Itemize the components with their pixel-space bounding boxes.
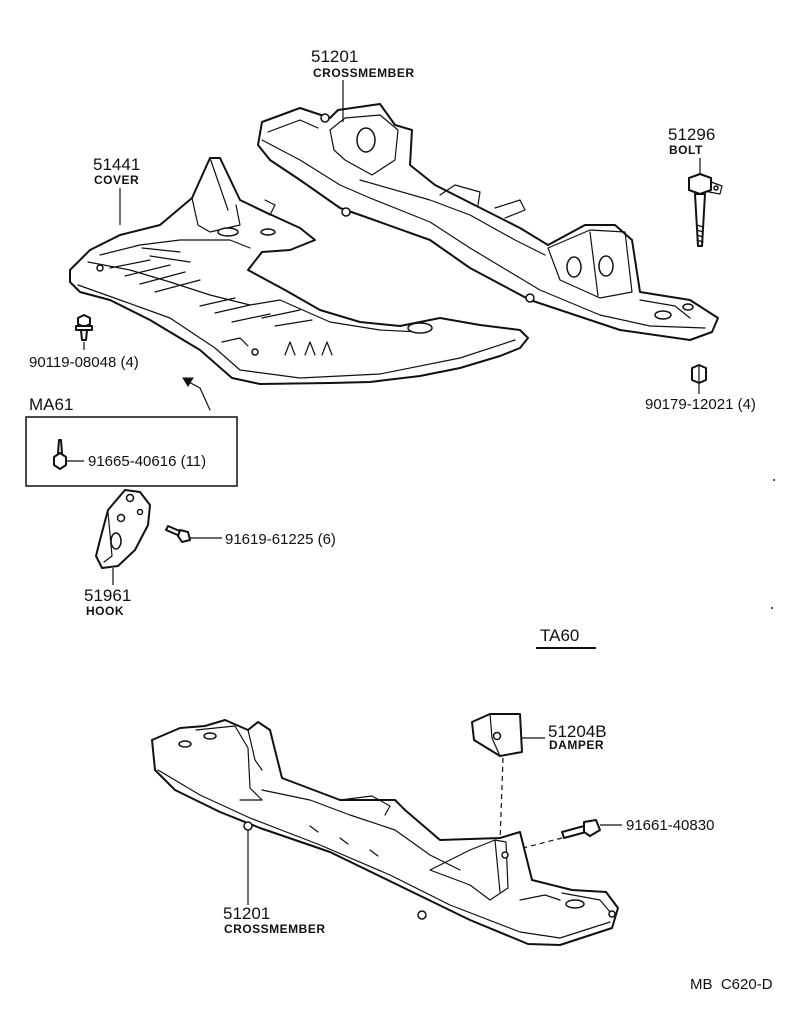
bolt-91661-drawing [514,819,622,851]
ma61-label: MA61 [29,395,73,414]
damper-name: DAMPER [549,738,604,752]
bolt-51296-name: BOLT [669,143,703,157]
bolt-91661-label: 91661-40830 [626,817,714,834]
ma61-box [25,416,238,487]
ta60-label: TA60 [540,626,579,645]
crossmember-bottom-number: 51201 [223,904,270,923]
bolt-51296-drawing [688,173,723,247]
reference-arrow [182,377,211,411]
nut-90179-drawing [691,364,707,384]
leader-lines [83,80,701,394]
cover-drawing [69,157,529,385]
cover-number: 51441 [93,155,140,174]
crossmember-top-number: 51201 [311,47,358,66]
cover-name: COVER [94,173,139,187]
hook-name: HOOK [86,604,124,618]
speck [773,479,775,481]
bolt-90119-drawing [75,314,93,341]
damper-number: 51204B [548,722,607,741]
screw-91665-label: 91665-40616 (11) [88,453,206,470]
hook-drawing [95,489,151,585]
crossmember-top-drawing [257,103,719,341]
crossmember-bottom-name: CROSSMEMBER [224,922,326,936]
speck [771,607,773,609]
hook-number: 51961 [84,586,131,605]
bolt-91619-drawing [165,525,222,543]
bolt-90119-label: 90119-08048 (4) [29,354,139,371]
footer-code: MB C620-D [690,976,773,993]
crossmember-bottom-drawing [151,719,619,946]
nut-90179-label: 90179-12021 (4) [645,396,756,413]
bolt-91619-label: 91619-61225 (6) [225,531,336,548]
bolt-51296-number: 51296 [668,125,715,144]
damper-drawing [471,713,545,843]
crossmember-top-name: CROSSMEMBER [313,66,415,80]
